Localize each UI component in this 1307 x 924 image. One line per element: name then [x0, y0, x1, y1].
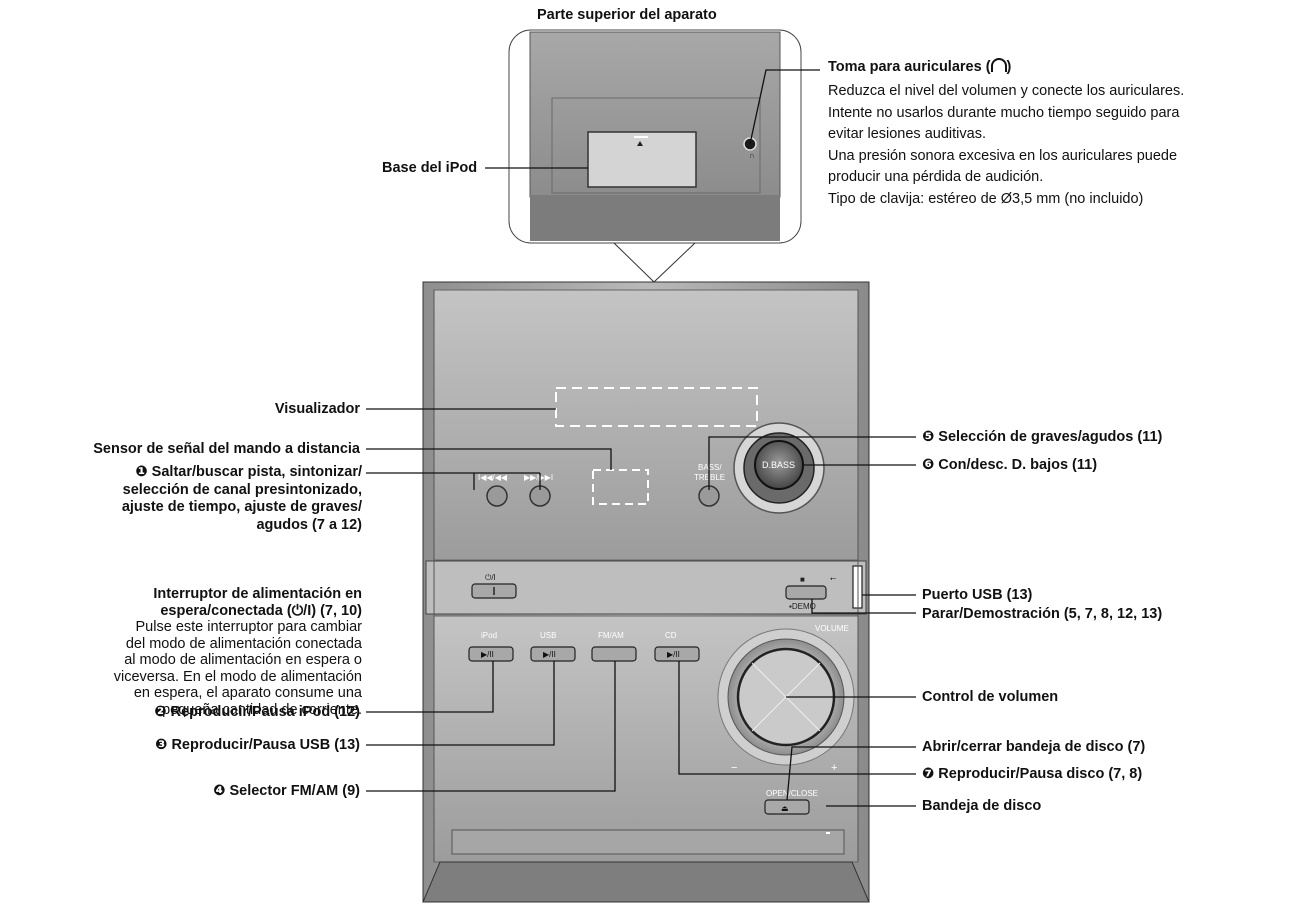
headphone-jack-title-end: ): [1006, 59, 1012, 75]
power-switch-label: Interruptor de alimentación en espera/co…: [113, 586, 362, 718]
headphone-jack-description: Reduzca el nivel del volumen y conecte l…: [828, 83, 1185, 207]
svg-text:▪DEMO: ▪DEMO: [789, 602, 816, 611]
display-label: Visualizador: [274, 401, 360, 417]
svg-text:■: ■: [800, 575, 805, 584]
svg-text:▶▶/▶▶I: ▶▶/▶▶I: [524, 473, 553, 482]
ipod-dock-slot: [587, 131, 697, 188]
svg-text:OPEN/CLOSE: OPEN/CLOSE: [766, 789, 818, 798]
leader-lines: [366, 69, 916, 807]
svg-text:+: +: [831, 762, 837, 774]
headphone-icon: [990, 58, 1007, 72]
play-ipod-label: ❷ Reproducir/Pausa iPod (12): [154, 704, 360, 720]
svg-text:⏻/I: ⏻/I: [485, 573, 496, 582]
svg-text:▶/II: ▶/II: [481, 650, 494, 659]
remote-sensor-label: Sensor de señal del mando a distancia: [93, 441, 360, 457]
svg-text:⏏: ⏏: [781, 804, 789, 813]
svg-text:BASS/: BASS/: [698, 463, 722, 472]
svg-text:I◀◀/◀◀: I◀◀/◀◀: [478, 473, 508, 482]
svg-text:▶/II: ▶/II: [667, 650, 680, 659]
usb-play-button[interactable]: [530, 646, 576, 662]
svg-text:iPod: iPod: [481, 631, 497, 640]
headphone-jack-label: Toma para auriculares (): [828, 58, 1011, 76]
svg-text:VOLUME: VOLUME: [815, 624, 849, 633]
svg-text:−: −: [731, 762, 737, 774]
svg-text:▶/II: ▶/II: [543, 650, 556, 659]
svg-text:CD: CD: [665, 631, 677, 640]
display-area: [555, 387, 758, 427]
ipod-play-button[interactable]: [468, 646, 514, 662]
disc-tray-label: Bandeja de disco: [922, 798, 1042, 814]
svg-text:D.BASS: D.BASS: [762, 460, 795, 470]
fm-am-label: ❹ Selector FM/AM (9): [213, 783, 360, 799]
top-view: ∩: [508, 29, 802, 244]
stop-demo-button[interactable]: [785, 585, 827, 600]
lower-panel: VOLUME iPod USB FM/AM CD ▶/II ▶/II ▶/II …: [433, 615, 859, 863]
svg-text:USB: USB: [540, 631, 556, 640]
disc-tray: [451, 829, 845, 855]
fm-am-button[interactable]: [591, 646, 637, 662]
svg-text:FM/AM: FM/AM: [598, 631, 624, 640]
ipod-dock-label: Base del iPod: [382, 160, 478, 176]
open-close-tray-label: Abrir/cerrar bandeja de disco (7): [922, 739, 1146, 755]
d-bass-label: ❻ Con/desc. D. bajos (11): [922, 457, 1098, 473]
bass-treble-label: ❺ Selección de graves/agudos (11): [922, 429, 1163, 445]
top-view-title: Parte superior del aparato: [537, 7, 717, 23]
play-usb-label: ❸ Reproducir/Pausa USB (13): [155, 737, 360, 753]
svg-text:⭠: ⭠: [830, 574, 837, 583]
skip-back-button[interactable]: [486, 485, 508, 507]
remote-sensor-area: [592, 469, 649, 505]
play-disc-label: ❼ Reproducir/Pausa disco (7, 8): [922, 766, 1143, 782]
volume-control-label: Control de volumen: [922, 689, 1059, 705]
control-strip: ⏻/I ■ ⭠ ▪DEMO: [425, 560, 867, 615]
svg-text:∩: ∩: [749, 151, 755, 160]
stop-demo-label: Parar/Demostración (5, 7, 8, 12, 13): [922, 606, 1163, 622]
skip-search-label: ❶ Saltar/buscar pista, sintonizar/ selec…: [121, 464, 362, 533]
headphone-jack-title: Toma para auriculares (: [828, 59, 991, 75]
cd-play-button[interactable]: [654, 646, 700, 662]
usb-port-label: Puerto USB (13): [922, 587, 1033, 603]
